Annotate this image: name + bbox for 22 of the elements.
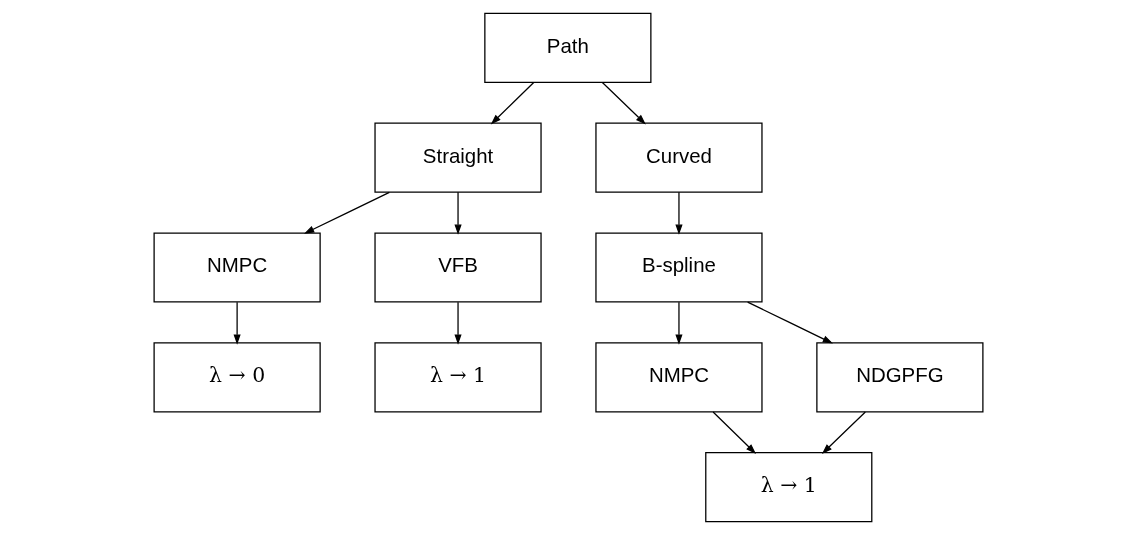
arrow [712,411,757,454]
node-box: λ → 0 [153,342,321,413]
arrow [821,411,866,454]
arrow [454,191,462,235]
node-box: B-spline [595,232,763,303]
node-box: NDGPFG [816,342,984,413]
node-box: λ → 1 [374,342,542,413]
arrow [747,301,833,344]
node-box: Curved [595,122,763,193]
arrow [454,301,462,345]
arrow [233,301,241,345]
node-box: Straight [374,122,542,193]
node-box: Path [484,12,652,83]
node-box: VFB [374,232,542,303]
arrow [675,191,683,235]
arrow [490,81,535,125]
node-box: λ → 1 [705,452,873,523]
arrow [601,81,646,125]
node-box: NMPC [595,342,763,413]
arrow [304,191,390,234]
node-box: NMPC [153,232,321,303]
arrow [675,301,683,345]
